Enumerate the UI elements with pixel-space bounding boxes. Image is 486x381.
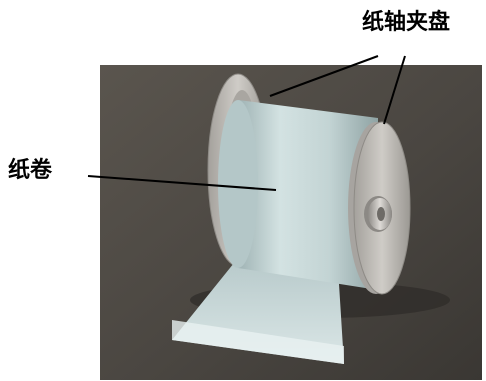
paper-sheet-fold	[172, 320, 344, 364]
flange-leader-line-right	[383, 55, 406, 125]
paper-roll-label: 纸卷	[8, 158, 53, 183]
flange-leader-line-left	[269, 55, 379, 97]
paper-shaft-flange-label: 纸轴夹盘	[362, 10, 451, 35]
paper-roll-body	[238, 100, 378, 290]
paper-roll-near-end	[218, 100, 258, 268]
flange-hub-hole	[377, 207, 385, 221]
roll-leader-line	[87, 175, 277, 191]
